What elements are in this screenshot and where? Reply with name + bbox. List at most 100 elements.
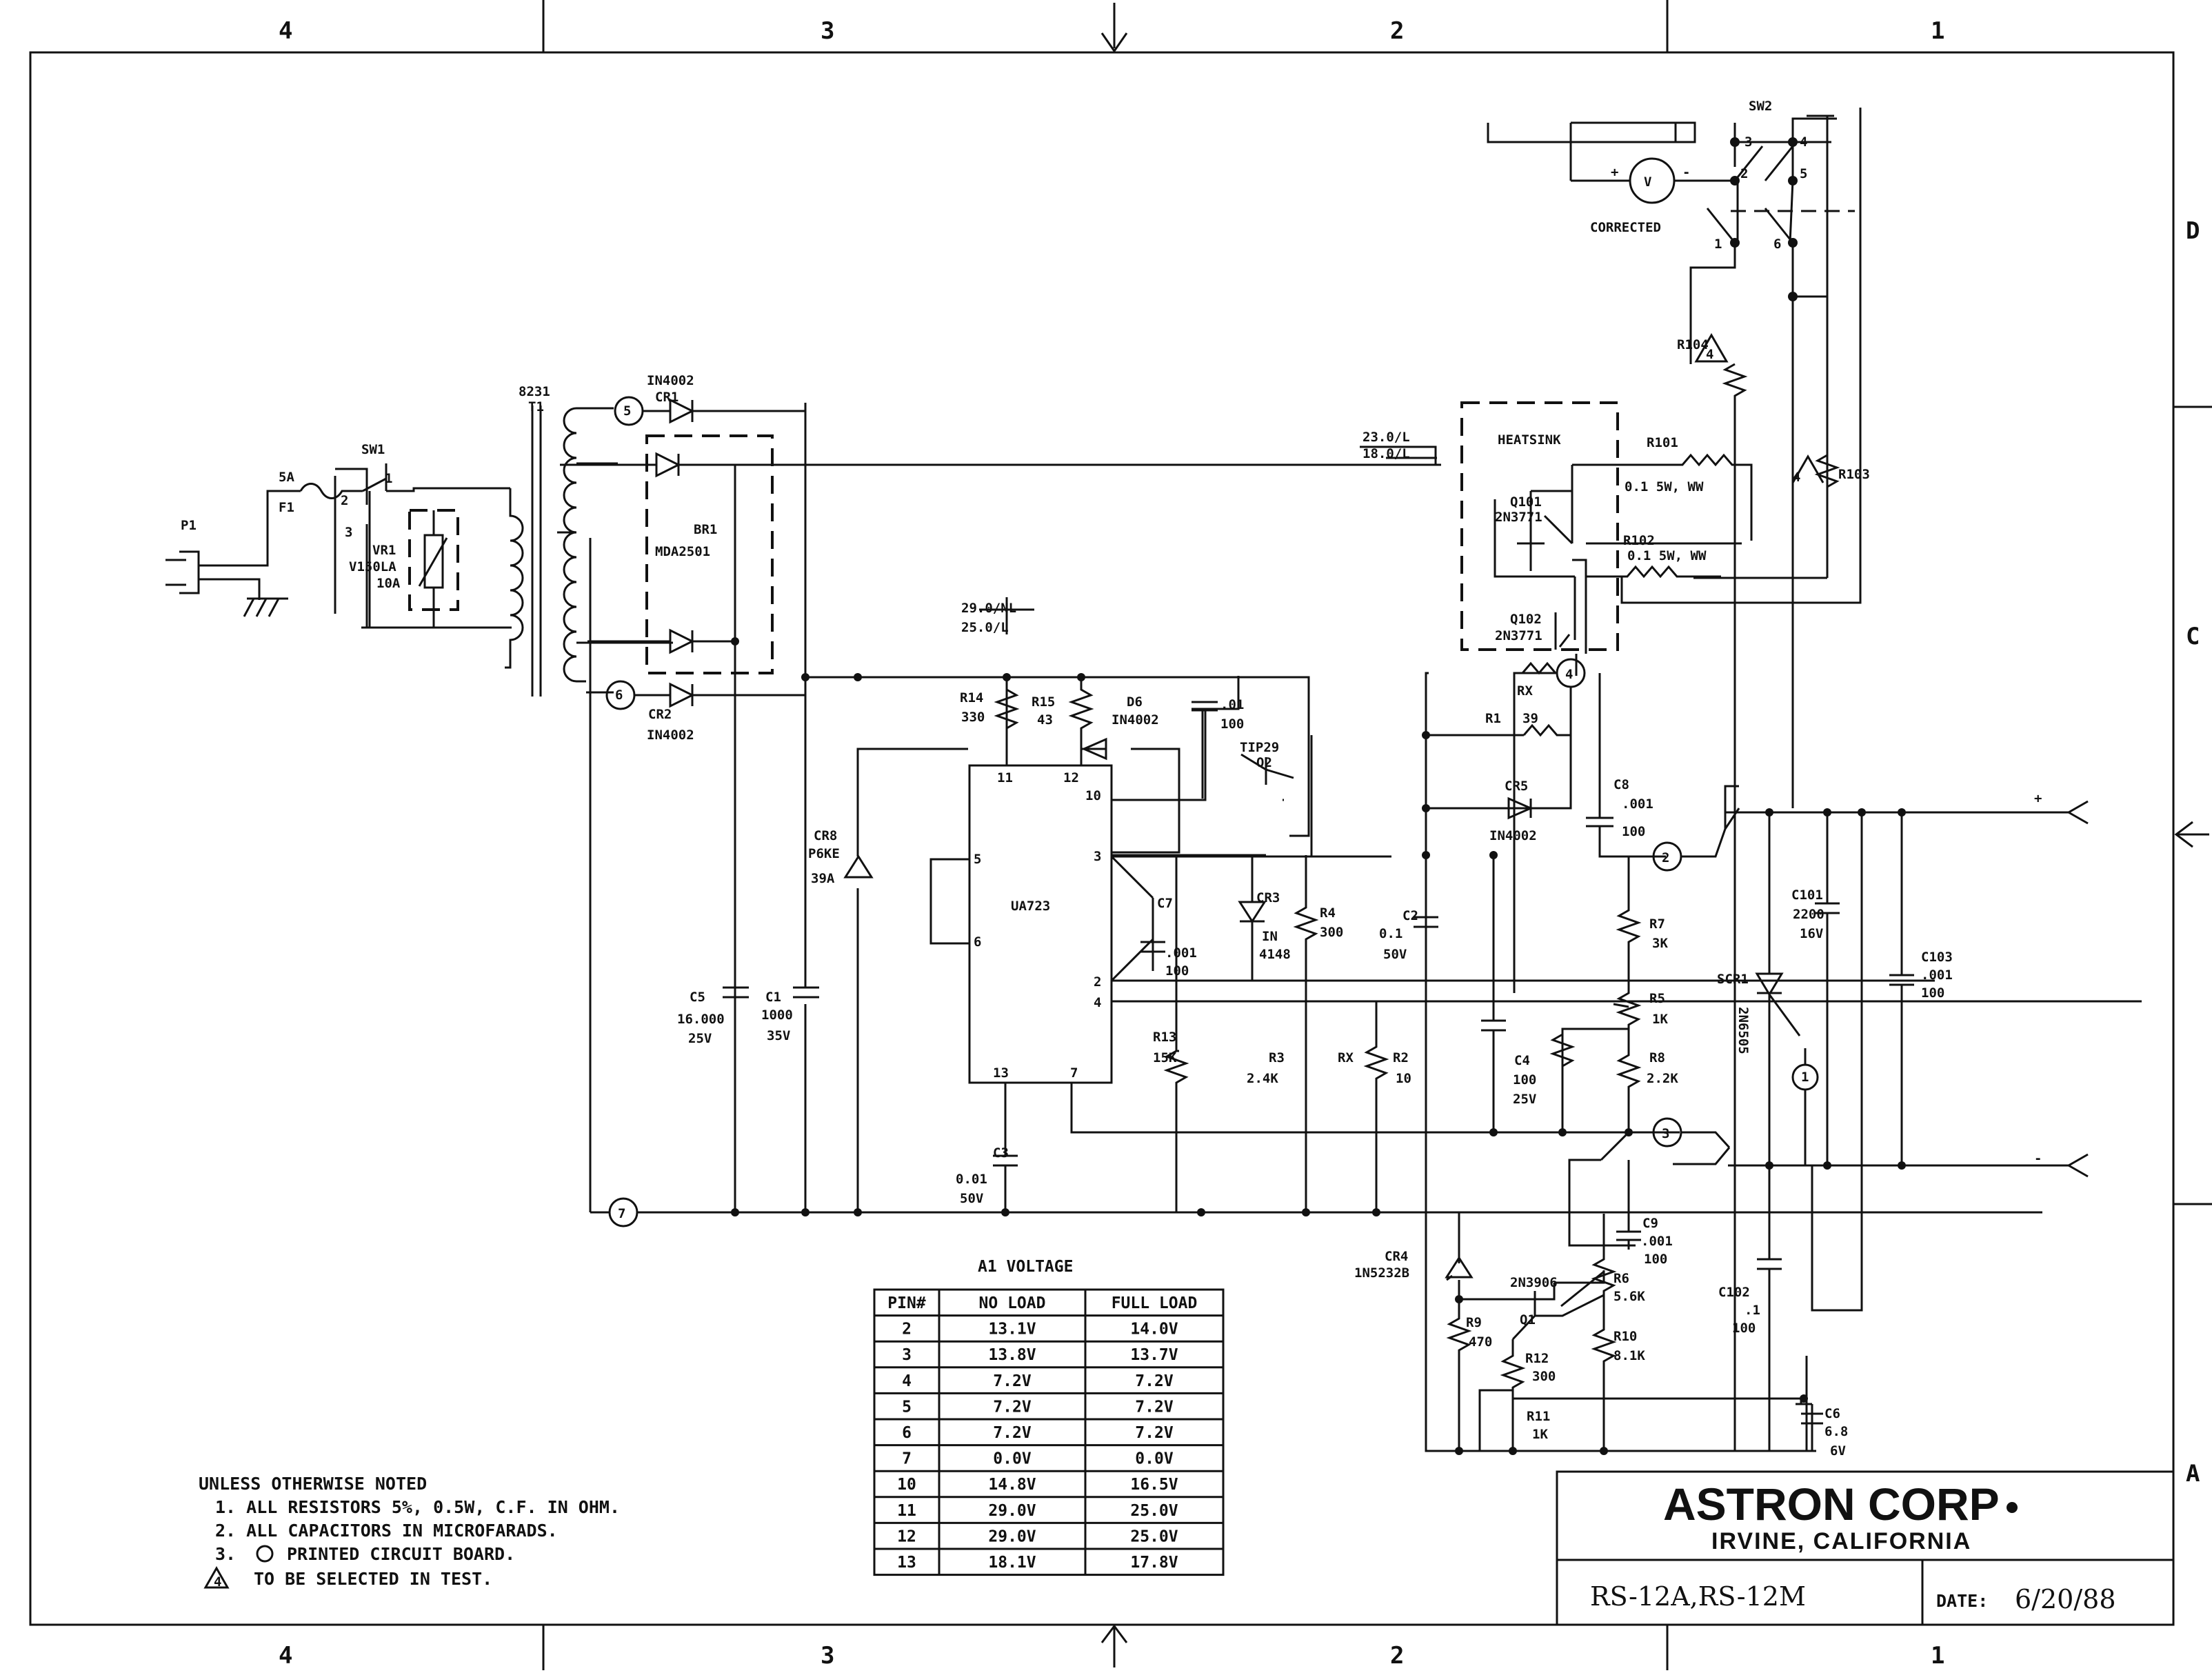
label-ic: UA723	[1011, 899, 1050, 914]
node-5-label: 5	[623, 403, 631, 419]
note-1: 1. ALL RESISTORS 5%, 0.5W, C.F. IN OHM.	[215, 1497, 620, 1517]
table-cell: 7.2V	[1135, 1424, 1174, 1442]
label-c5-v: 25V	[688, 1031, 712, 1046]
label-d6: D6	[1127, 694, 1143, 710]
output-dots	[1765, 808, 1906, 1170]
label-sw1: SW1	[361, 442, 385, 457]
label-r102-val: 0.1 5W, WW	[1627, 548, 1707, 563]
node-7-label: 7	[618, 1206, 625, 1221]
label-sw2: SW2	[1749, 99, 1772, 114]
model-number: RS-12A,RS-12M	[1590, 1581, 1806, 1612]
node-6-label: 6	[615, 688, 623, 703]
label-sw2-5: 5	[1800, 166, 1807, 181]
label-cr5-part: IN4002	[1489, 828, 1537, 843]
label-c3-v: 50V	[960, 1191, 983, 1206]
label-cr3-part2: 4148	[1259, 947, 1291, 962]
label-r6: R6	[1613, 1271, 1629, 1286]
table-cell: 25.0V	[1130, 1502, 1178, 1520]
label-pin2: 2	[1094, 974, 1101, 990]
table-cell: 3	[902, 1346, 912, 1364]
label-cr4-part: 1N5232B	[1354, 1265, 1409, 1281]
zone-right-d: D	[2186, 217, 2200, 245]
label-c7: C7	[1157, 896, 1173, 911]
label-c103: C103	[1921, 950, 1953, 965]
node-4-label: 4	[1565, 667, 1573, 682]
note-2: 2. ALL CAPACITORS IN MICROFARADS.	[215, 1521, 558, 1541]
label-cr1-part: IN4002	[647, 373, 694, 388]
label-r9: R9	[1466, 1315, 1482, 1330]
label-r103: R103	[1838, 467, 1870, 482]
label-sw1-pin3: 3	[345, 525, 352, 540]
label-q1: Q1	[1520, 1312, 1536, 1328]
label-r6-val: 5.6K	[1613, 1289, 1645, 1304]
label-r11-val: 1K	[1532, 1427, 1548, 1442]
label-r13: R13	[1153, 1030, 1176, 1045]
label-r14: R14	[960, 690, 983, 705]
label-sw2-6: 6	[1773, 237, 1781, 252]
label-cr2-part: IN4002	[647, 728, 694, 743]
label-nl-top: 29.0/NL	[961, 601, 1016, 616]
label-sw1-pin1: 1	[385, 471, 392, 486]
label-c9-v: 100	[1644, 1252, 1667, 1267]
table-cell: 25.0V	[1130, 1527, 1178, 1545]
label-cr8-v: 39A	[811, 871, 835, 886]
label-corrected: CORRECTED	[1590, 220, 1661, 235]
table-cell: 7	[902, 1450, 912, 1468]
select-in-test-triangle-icon	[1694, 333, 1729, 363]
label-r5-val: 1K	[1652, 1012, 1668, 1027]
label-c103-v: 100	[1921, 985, 1944, 1001]
table-cell: 7.2V	[1135, 1398, 1174, 1416]
label-r7: R7	[1649, 916, 1665, 932]
border-frame	[29, 51, 2175, 1626]
label-c4-v: 25V	[1513, 1092, 1536, 1107]
label-br1: BR1	[694, 522, 717, 537]
label-pin11: 11	[997, 770, 1013, 785]
label-r2: R2	[1393, 1050, 1409, 1065]
label-c103-val: .001	[1921, 968, 1953, 983]
note-3-prefix: 3.	[215, 1544, 236, 1564]
regulator-section	[929, 597, 2142, 1212]
label-r102: R102	[1623, 533, 1655, 548]
label-c3-val: 0.01	[956, 1172, 987, 1187]
table-cell: 7.2V	[1135, 1372, 1174, 1390]
label-f1: F1	[279, 500, 294, 515]
table-cell: 18.1V	[988, 1554, 1036, 1572]
label-pin3: 3	[1094, 849, 1101, 864]
table-cell: 11	[897, 1502, 916, 1520]
pcb-circle-icon	[256, 1545, 274, 1563]
pass-transistor-section	[1360, 108, 1862, 1212]
label-rx: RX	[1338, 1050, 1354, 1065]
label-d6-part: IN4002	[1112, 712, 1159, 728]
label-vr1-part: V150LA	[349, 559, 396, 574]
label-r5: R5	[1649, 991, 1665, 1006]
label-rx2: RX	[1517, 683, 1533, 699]
zone-right-a: A	[2186, 1460, 2200, 1487]
label-f1-rating: 5A	[279, 470, 294, 485]
label-c101-v: 16V	[1800, 926, 1823, 941]
table-cell: 12	[897, 1527, 916, 1545]
table-cell: 13.8V	[988, 1346, 1036, 1364]
label-pin5: 5	[974, 852, 981, 867]
label-t1-part: 8231	[519, 384, 550, 399]
node-1-label: 1	[1801, 1070, 1809, 1085]
label-c7-val: .001	[1165, 945, 1197, 961]
select-in-test-legend-icon	[203, 1565, 230, 1589]
date-label: DATE:	[1936, 1591, 1988, 1611]
label-c5-val: 16.000	[677, 1012, 725, 1027]
label-c6-val: 6.8	[1824, 1424, 1848, 1439]
label-r2-val: 10	[1396, 1071, 1411, 1086]
ua723-chip	[968, 764, 1113, 1084]
label-c102-v: 100	[1732, 1321, 1756, 1336]
label-pin4: 4	[1094, 995, 1101, 1010]
label-r10: R10	[1613, 1329, 1637, 1344]
label-c1-v: 35V	[767, 1028, 790, 1043]
label-sw2-4: 4	[1800, 134, 1807, 150]
label-r15-val: 43	[1037, 712, 1053, 728]
label-vr1-rating: 10A	[376, 576, 401, 591]
label-r8-val: 2.2K	[1647, 1071, 1678, 1086]
label-r13-val: 15K	[1153, 1050, 1177, 1065]
label-cr2: CR2	[648, 707, 672, 722]
node-2-label: 2	[1662, 850, 1669, 865]
